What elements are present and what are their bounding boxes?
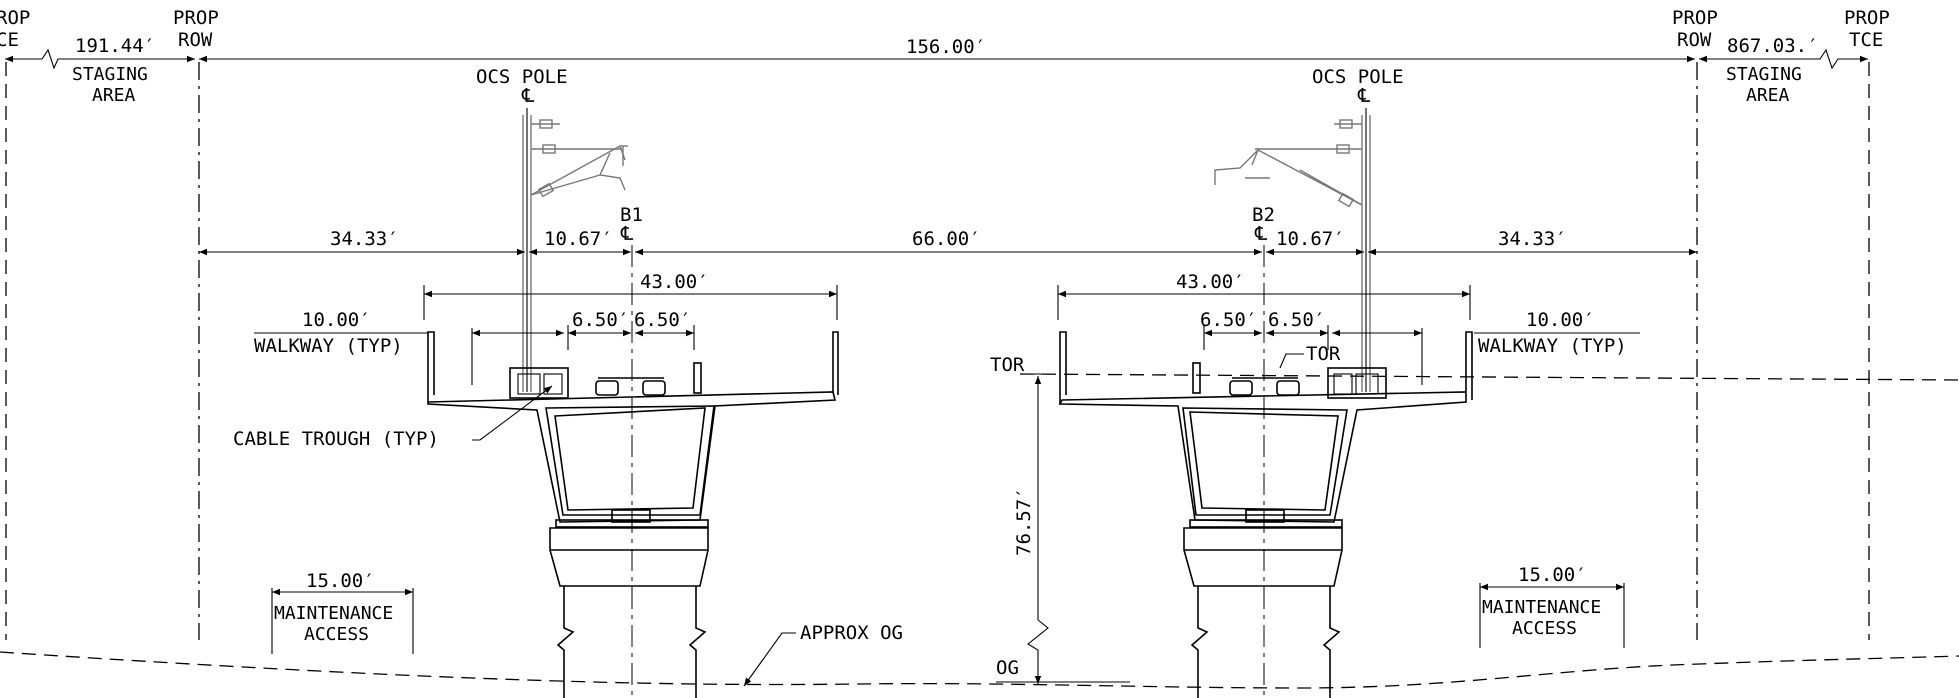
left-tce-label-top: ROP xyxy=(0,7,30,29)
left-ocs-cl-symbol: ℄ xyxy=(521,85,535,107)
left-staging-dimension: 191.44′ xyxy=(75,35,155,57)
left-pole-b1-dimension: 10.67′ xyxy=(544,228,613,250)
tor-label-right: TOR xyxy=(1306,343,1341,365)
right-walkway-dimension: 10.00′ xyxy=(1526,309,1595,331)
left-staging-label: STAGING xyxy=(72,64,148,85)
og-label: OG xyxy=(996,657,1019,679)
tor-label-left: TOR xyxy=(990,354,1025,376)
left-row-label: ROW xyxy=(178,29,213,51)
left-maintenance-access: 15.00′ MAINTENANCE ACCESS xyxy=(271,570,414,654)
right-maintenance-access: 15.00′ MAINTENANCE ACCESS xyxy=(1479,564,1625,648)
left-tce-label-bottom: CE xyxy=(0,29,19,51)
right-row-prop-label: PROP xyxy=(1672,7,1718,29)
left-maintenance-label: MAINTENANCE xyxy=(274,603,393,624)
right-staging-dimension: 867.03.′ xyxy=(1727,35,1819,57)
b1-b2-dimension: 66.00′ xyxy=(912,228,981,250)
right-pole-b2-dimension: 10.67′ xyxy=(1276,228,1345,250)
right-deck-width-dimension: 43.00′ xyxy=(1176,271,1245,293)
b2-label: B2 xyxy=(1252,204,1275,226)
right-girder xyxy=(1058,331,1473,698)
left-maintenance-dimension: 15.00′ xyxy=(306,570,375,592)
tor-line xyxy=(1019,373,1959,381)
right-staging-label: STAGING xyxy=(1726,64,1802,85)
cable-trough-label: CABLE TROUGH (TYP) xyxy=(233,428,439,450)
approx-og-label: APPROX OG xyxy=(800,622,903,644)
left-track-half-a: 6.50′ xyxy=(572,309,629,331)
left-ocs-pole-label: OCS POLE xyxy=(476,66,568,88)
right-row-label: ROW xyxy=(1677,29,1712,51)
right-area-label: AREA xyxy=(1746,85,1790,106)
left-outer-dimension: 34.33′ xyxy=(330,228,399,250)
left-row-prop-label: PROP xyxy=(173,7,219,29)
left-ocs-pole xyxy=(522,108,628,392)
b2-cl-symbol: ℄ xyxy=(1254,223,1268,245)
right-tce-prop-label: PROP xyxy=(1844,7,1890,29)
right-maintenance-dimension: 15.00′ xyxy=(1518,564,1587,586)
right-maintenance-label: MAINTENANCE xyxy=(1482,597,1601,618)
left-deck-width-dimension: 43.00′ xyxy=(640,271,709,293)
b1-cl-symbol: ℄ xyxy=(620,223,634,245)
right-outer-dimension: 34.33′ xyxy=(1498,228,1567,250)
right-track-half-b: 6.50′ xyxy=(1268,309,1325,331)
left-track-half-b: 6.50′ xyxy=(634,309,691,331)
right-walkway-label: WALKWAY (TYP) xyxy=(1478,335,1627,357)
right-tce-label: TCE xyxy=(1849,29,1883,51)
right-ocs-pole-label: OCS POLE xyxy=(1312,66,1404,88)
left-girder xyxy=(427,331,839,698)
b1-label: B1 xyxy=(620,204,643,226)
left-walkway-dimension: 10.00′ xyxy=(302,309,371,331)
left-area-label: AREA xyxy=(92,85,136,106)
right-ocs-pole xyxy=(1214,108,1371,392)
height-dimension: 76.57′ xyxy=(1013,487,1035,556)
approx-og-ground-line xyxy=(0,651,1959,689)
left-access-label: ACCESS xyxy=(304,624,369,645)
right-access-label: ACCESS xyxy=(1512,618,1577,639)
row-width-dimension: 156.00′ xyxy=(906,36,986,58)
right-track-half-a: 6.50′ xyxy=(1200,309,1257,331)
left-walkway-label: WALKWAY (TYP) xyxy=(254,335,403,357)
right-ocs-cl-symbol: ℄ xyxy=(1357,85,1371,107)
